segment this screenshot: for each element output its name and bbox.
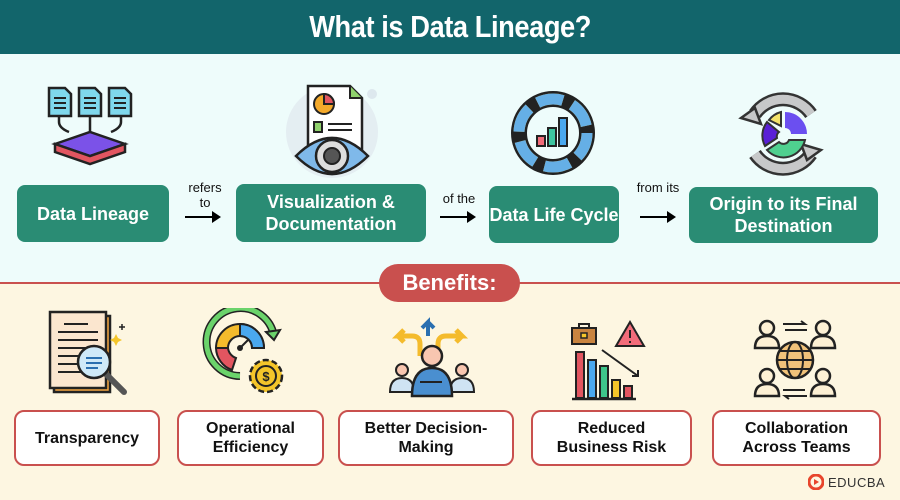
arrow-icon: [640, 211, 676, 223]
data-merge-icon: [47, 86, 133, 166]
connector-from-its: from its: [636, 180, 680, 195]
arrow-icon: [440, 211, 476, 223]
global-team-icon: [753, 319, 837, 400]
definition-box-data-lineage: Data Lineage: [17, 185, 169, 242]
benefit-reduced-business-risk: Reduced Business Risk: [531, 410, 692, 466]
definition-box-visualization: Visualization & Documentation: [236, 184, 426, 242]
connector-of-the: of the: [442, 191, 476, 206]
page-title: What is Data Lineage?: [309, 9, 591, 44]
person-decision-icon: [388, 317, 476, 398]
refresh-pie-icon: [738, 92, 824, 176]
document-magnifier-icon: [48, 310, 127, 395]
cycle-chart-icon: [511, 91, 595, 175]
connector-refers-to: refers to: [188, 180, 222, 210]
benefit-operational-efficiency: Operational Efficiency: [177, 410, 324, 466]
educba-logo-icon: [808, 474, 824, 490]
educba-logo: EDUCBA: [808, 474, 885, 490]
benefit-transparency: Transparency: [14, 410, 160, 466]
benefits-heading: Benefits:: [379, 264, 520, 302]
benefit-collaboration-across-teams: Collaboration Across Teams: [712, 410, 881, 466]
arrow-icon: [185, 211, 221, 223]
document-eye-icon: [286, 84, 378, 178]
header-banner: What is Data Lineage?: [0, 0, 900, 54]
gauge-gear-icon: $: [202, 308, 284, 394]
definition-box-origin-destination: Origin to its Final Destination: [689, 187, 878, 243]
svg-text:$: $: [262, 369, 270, 384]
definition-box-data-life-cycle: Data Life Cycle: [489, 186, 619, 243]
definition-section: [0, 54, 900, 282]
benefit-better-decision-making: Better Decision-Making: [338, 410, 514, 466]
declining-chart-risk-icon: [571, 320, 646, 401]
